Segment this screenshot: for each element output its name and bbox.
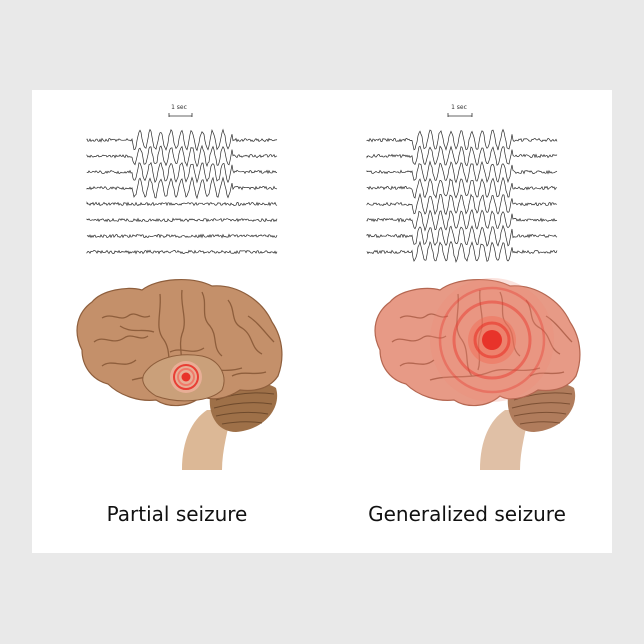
- brain-illustration: [374, 278, 581, 470]
- generalized-seizure-panel: 1 sec: [322, 90, 612, 553]
- generalized-seizure-figure: 1 sec: [366, 104, 581, 470]
- cerebrum: [374, 279, 581, 407]
- eeg-trace: [86, 128, 278, 152]
- eeg-trace: [86, 201, 278, 207]
- partial-seizure-caption: Partial seizure: [106, 502, 248, 526]
- eeg-trace: [366, 160, 558, 184]
- seizure-focus-rings: [170, 361, 202, 393]
- eeg-trace: [366, 145, 558, 167]
- partial-seizure-panel: 1 sec: [32, 90, 322, 553]
- cerebrum: [76, 279, 283, 407]
- eeg-trace: [366, 208, 558, 232]
- brain-folds: [391, 289, 573, 381]
- eeg-traces: [366, 128, 558, 263]
- eeg-scale-label: 1 sec: [171, 104, 187, 111]
- eeg-trace: [366, 128, 558, 151]
- partial-seizure-figure: 1 sec: [76, 104, 283, 470]
- eeg-trace: [86, 217, 278, 223]
- eeg-trace: [86, 249, 278, 255]
- eeg-trace: [366, 176, 558, 199]
- eeg-scale-bar: 1 sec: [168, 104, 193, 117]
- eeg-trace: [366, 224, 558, 247]
- generalized-seizure-caption: Generalized seizure: [368, 502, 566, 526]
- eeg-trace: [366, 240, 558, 263]
- eeg-traces: [86, 128, 278, 255]
- poster: 1 sec: [32, 90, 612, 553]
- brain-illustration: [76, 279, 283, 470]
- eeg-scale-label: 1 sec: [451, 104, 467, 111]
- eeg-trace: [366, 192, 558, 216]
- eeg-trace: [86, 144, 278, 168]
- eeg-trace: [86, 161, 278, 184]
- eeg-trace: [86, 176, 278, 200]
- seizure-spread-rings: [430, 278, 554, 402]
- eeg-trace: [86, 233, 278, 239]
- eeg-scale-bar: 1 sec: [447, 104, 473, 117]
